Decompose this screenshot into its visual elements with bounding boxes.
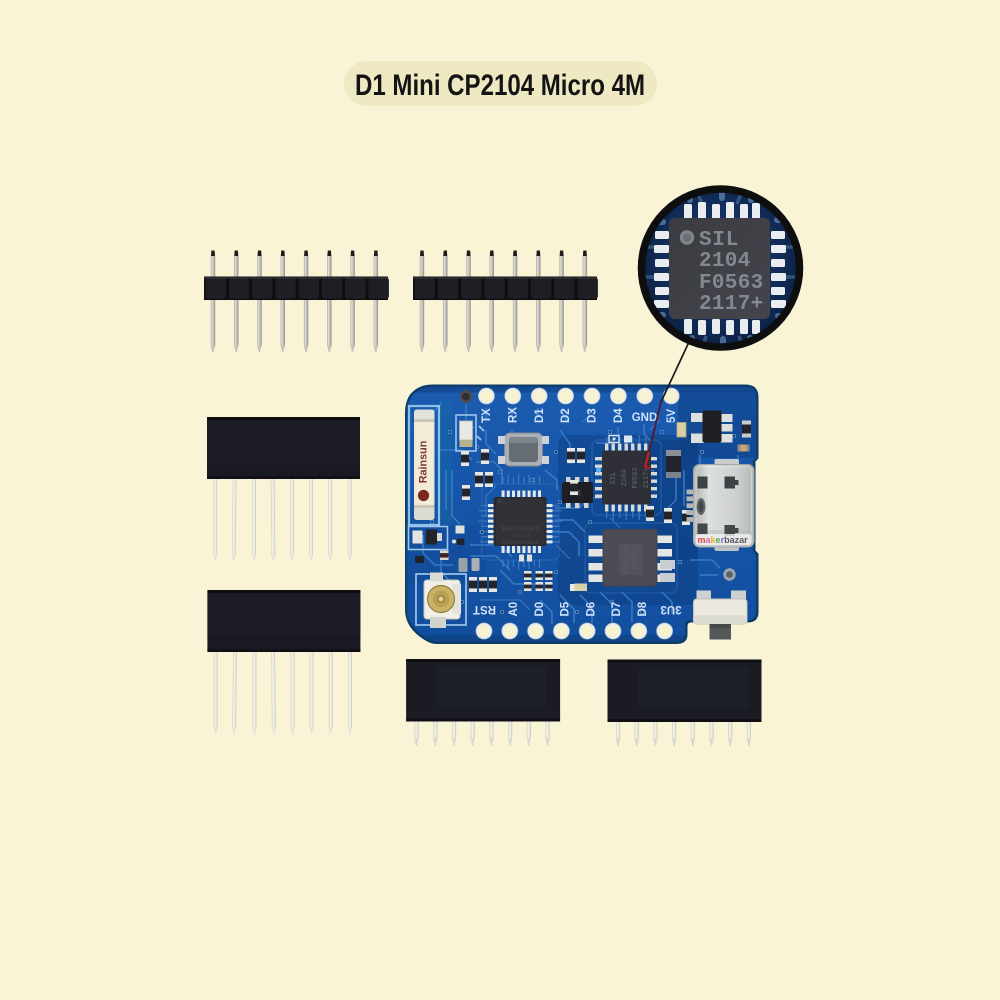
svg-text:D2: D2 xyxy=(560,408,572,423)
svg-text:D5: D5 xyxy=(560,601,572,616)
svg-text:D4: D4 xyxy=(613,408,625,423)
svg-text:Rainsun: Rainsun xyxy=(418,441,430,484)
svg-text:2117+: 2117+ xyxy=(643,467,651,488)
svg-text:F0563: F0563 xyxy=(632,467,640,488)
svg-text:GND: GND xyxy=(632,412,658,424)
svg-text:D1: D1 xyxy=(534,408,546,423)
svg-text:F0563: F0563 xyxy=(699,272,764,295)
svg-text:TX: TX xyxy=(481,408,493,423)
svg-text:1Q2021: 1Q2021 xyxy=(631,549,638,571)
svg-text:AR064E8M98B: AR064E8M98B xyxy=(502,539,539,546)
svg-text:RX: RX xyxy=(507,407,519,423)
svg-text:D6: D6 xyxy=(585,602,597,617)
svg-text:D1 Mini CP2104 Micro 4M: D1 Mini CP2104 Micro 4M xyxy=(355,69,645,102)
svg-text:D8: D8 xyxy=(637,601,649,616)
svg-text:2117+: 2117+ xyxy=(699,293,764,316)
svg-text:makerbazar: makerbazar xyxy=(698,535,749,545)
svg-text:DK: DK xyxy=(576,489,583,496)
svg-text:RST: RST xyxy=(473,603,496,615)
svg-text:3U3: 3U3 xyxy=(660,603,681,615)
svg-text:2104: 2104 xyxy=(699,250,751,273)
svg-text:5V: 5V xyxy=(666,409,678,423)
svg-text:2104: 2104 xyxy=(621,470,629,487)
svg-text:SIL: SIL xyxy=(610,472,618,485)
svg-text:A0: A0 xyxy=(508,602,520,617)
svg-text:D3: D3 xyxy=(587,408,599,423)
svg-text:292021: 292021 xyxy=(511,533,532,540)
svg-text:25Q32JVS: 25Q32JVS xyxy=(622,545,629,574)
svg-text:ESP8266EX: ESP8266EX xyxy=(502,526,541,534)
svg-text:D7: D7 xyxy=(611,602,623,617)
svg-text:D0: D0 xyxy=(534,602,546,617)
svg-text:SIL: SIL xyxy=(699,229,739,252)
